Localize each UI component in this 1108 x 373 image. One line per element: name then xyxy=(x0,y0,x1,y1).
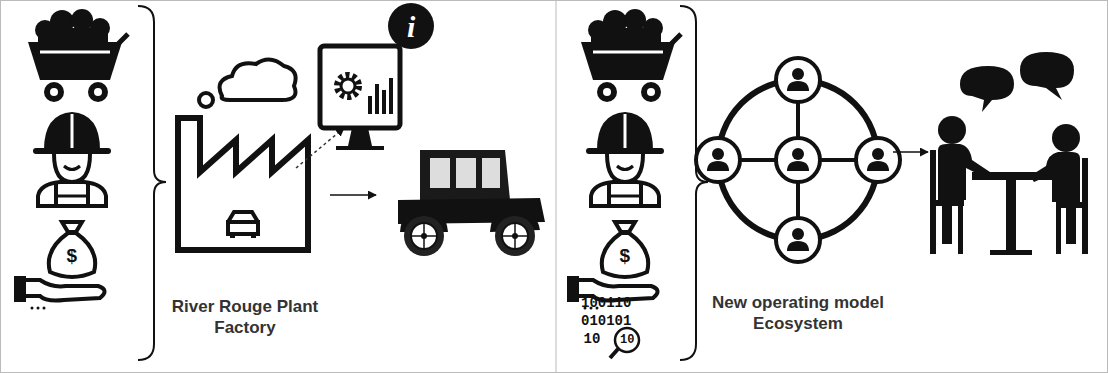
arrow xyxy=(330,194,376,196)
monitor-icon xyxy=(336,146,384,150)
monitor-icon xyxy=(320,46,400,128)
monitor-icon xyxy=(388,3,434,49)
magnifier-icon xyxy=(610,349,618,358)
factory-icon xyxy=(226,220,260,224)
meeting-icon xyxy=(1020,52,1074,100)
magnifier-icon xyxy=(610,328,639,358)
meeting-icon xyxy=(960,66,1014,112)
monitor-icon xyxy=(348,128,372,146)
currency-sign: $ xyxy=(67,245,78,267)
meeting-icon xyxy=(1006,180,1016,252)
network-icon xyxy=(776,138,820,182)
factory-node: River Rouge Plant Factory xyxy=(160,50,330,350)
worker-icon xyxy=(36,112,108,206)
monitor-icon xyxy=(320,3,434,148)
factory-icon xyxy=(220,59,296,100)
car-illustration xyxy=(430,158,450,188)
car-illustration xyxy=(456,158,476,188)
factory-icon xyxy=(178,59,308,250)
monitor-icon xyxy=(389,78,393,114)
panel-divider xyxy=(556,0,557,373)
currency-sign: $ xyxy=(620,245,631,267)
monitor-icon xyxy=(341,79,355,93)
binary-digits: 10 xyxy=(584,331,601,347)
mine-cart-icon xyxy=(28,9,128,102)
meeting-icon xyxy=(938,116,966,144)
network-icon xyxy=(776,218,820,262)
network-icon xyxy=(787,228,809,251)
meeting-icon xyxy=(972,172,1052,180)
car-illustration xyxy=(411,223,437,249)
factory-icon xyxy=(178,118,308,250)
binary-digits: 10 xyxy=(620,333,634,347)
network-icon xyxy=(696,138,740,182)
binary-digits: 010101 xyxy=(581,313,631,329)
network-icon xyxy=(856,138,900,182)
network-icon xyxy=(787,148,809,171)
network-icon xyxy=(696,58,900,262)
monitor-icon xyxy=(382,90,386,114)
car-illustration xyxy=(398,150,545,256)
factory-icon xyxy=(230,232,235,238)
network-icon xyxy=(776,58,820,102)
meeting-icon xyxy=(938,144,990,244)
network-icon xyxy=(707,148,729,171)
node-label: River Rouge Plant Factory xyxy=(160,296,330,338)
meeting-icon xyxy=(930,52,1088,255)
meeting-icon xyxy=(1056,202,1088,208)
meeting-icon xyxy=(930,200,964,206)
monitor-icon xyxy=(375,84,379,114)
info-letter: i xyxy=(407,10,415,44)
meeting-icon xyxy=(1056,208,1061,254)
node-label: New operating model Ecosystem xyxy=(698,292,898,334)
meeting-icon xyxy=(1030,152,1080,244)
meeting-icon xyxy=(990,250,1032,255)
car-illustration xyxy=(423,224,425,248)
factory-icon xyxy=(251,232,256,238)
magnifier-icon xyxy=(615,328,639,352)
network-icon xyxy=(867,148,889,171)
arrow xyxy=(893,151,928,153)
mine-cart-icon xyxy=(581,9,681,102)
car-illustration xyxy=(482,158,500,188)
car-illustration xyxy=(404,216,444,256)
monitor-icon xyxy=(368,96,372,114)
car-illustration xyxy=(514,224,516,248)
meeting-icon xyxy=(958,206,963,254)
bracket xyxy=(680,6,708,360)
monitor-icon xyxy=(337,75,359,97)
factory-icon xyxy=(199,93,213,107)
ecosystem-node: New operating model Ecosystem xyxy=(698,40,898,350)
meeting-icon xyxy=(1052,124,1080,152)
binary-digits: 100110 xyxy=(581,295,631,311)
bracket xyxy=(138,6,166,360)
car-illustration xyxy=(495,216,535,256)
car-illustration xyxy=(502,223,528,249)
car-illustration xyxy=(420,150,510,200)
worker-icon xyxy=(589,112,661,206)
money-icon xyxy=(14,222,105,310)
network-icon xyxy=(787,68,809,91)
